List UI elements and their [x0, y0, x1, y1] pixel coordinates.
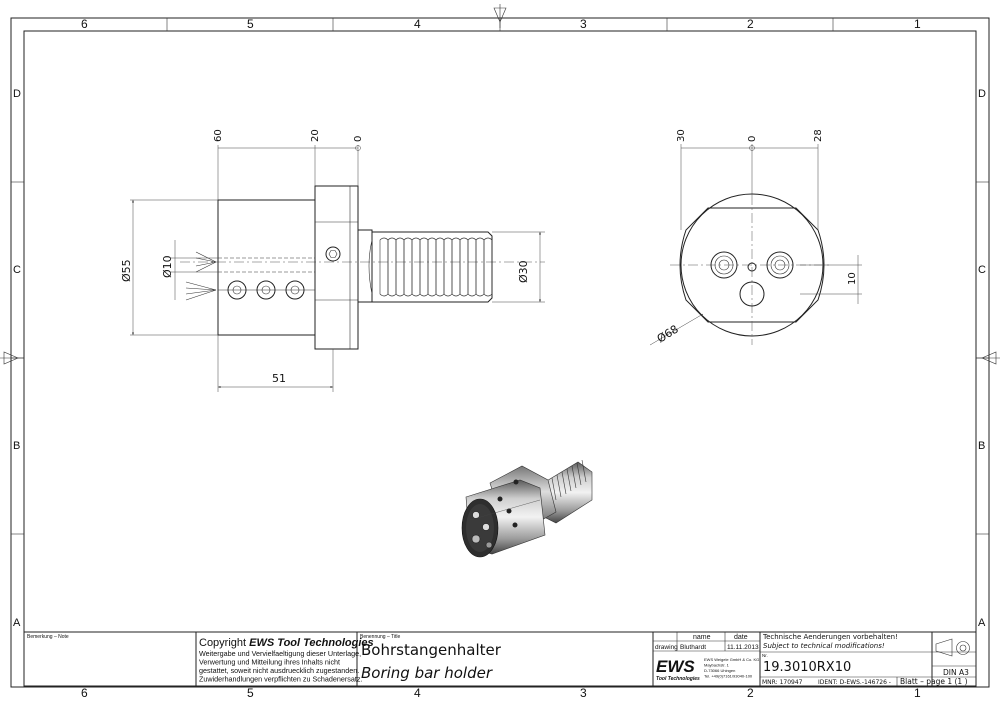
copyright-heading: Copyright EWS Tool Technologies	[199, 637, 374, 649]
company-line: D-73066 Uhingen	[704, 668, 735, 673]
column-date: date	[734, 634, 748, 641]
dim-30-front: 30	[676, 129, 687, 142]
company-line: EWS Weigele GmbH & Co. KG	[704, 657, 759, 662]
serration-tooth	[443, 237, 453, 297]
title-english: Boring bar holder	[361, 664, 493, 682]
serration-tooth	[387, 237, 397, 297]
iso-tooth	[566, 468, 572, 492]
column-label-top: 1	[914, 17, 921, 31]
column-label-top: 6	[81, 17, 88, 31]
column-label-bottom: 6	[81, 686, 88, 700]
notice-english: Subject to technical modifications!	[763, 642, 885, 650]
ews-logo: EWS	[656, 657, 695, 676]
column-label-top: 3	[580, 17, 587, 31]
serration-tooth	[459, 237, 469, 297]
column-label-bottom: 2	[747, 686, 754, 700]
serration-tooth	[475, 237, 485, 297]
serration-tooth	[467, 237, 477, 297]
mnr: MNR: 170947	[762, 679, 803, 686]
row-label-left: D	[13, 88, 21, 100]
copyright-line: gestattet, soweit nicht ausdruecklich zu…	[199, 666, 359, 675]
company-line: Tel. +49(0)7161/93040-100	[704, 674, 753, 679]
column-label-bottom: 4	[414, 686, 421, 700]
column-label-top: 4	[414, 17, 421, 31]
iso-tooth	[551, 477, 557, 501]
column-label-bottom: 5	[247, 686, 254, 700]
company-line: Maybachstr. 1	[704, 663, 730, 668]
paper-format: DIN A3	[943, 668, 969, 677]
title-block: Bemerkung – Note Copyright EWS Tool Tech…	[24, 631, 976, 686]
column-name: name	[693, 634, 711, 641]
serration-tooth	[427, 237, 437, 297]
row-label-right: A	[978, 617, 986, 629]
column-label-bottom: 3	[580, 686, 587, 700]
copyright-notice: Weitergabe und Vervielfaeltigung dieser …	[199, 649, 362, 684]
ews-logo-sub: Tool Technologies	[656, 676, 700, 682]
dim-51: 51	[272, 372, 286, 385]
serration-tooth	[395, 237, 405, 297]
coolant-marks	[185, 251, 217, 301]
dim-0-front: 0	[747, 136, 758, 142]
column-label-top: 2	[747, 17, 754, 31]
dim-dia68: Ø68	[655, 323, 681, 346]
part-number: 19.3010RX10	[763, 660, 851, 675]
clamping-screw	[227, 246, 341, 300]
sheet-number: Blatt – page 1 (1 )	[900, 677, 968, 686]
serration-tooth	[403, 237, 413, 297]
dim-20: 20	[310, 129, 321, 142]
iso-tooth	[556, 474, 562, 498]
serration-tooth	[435, 237, 445, 297]
row-label-right: D	[978, 88, 986, 100]
row-label-left: C	[13, 264, 21, 276]
copyright-line: Verwertung und Mitteilung ihres Inhalts …	[199, 658, 340, 667]
serration-tooth	[379, 237, 389, 297]
dim-28-front: 28	[813, 129, 824, 142]
serration-tooth	[451, 237, 461, 297]
iso-serrations	[551, 459, 587, 501]
side-view: 60 20 0 Ø55 Ø10 Ø30 51	[120, 129, 545, 392]
drawn-by: Bluthardt	[680, 644, 706, 651]
dim-dia10: Ø10	[161, 255, 174, 278]
front-view: 30 0 28 10 Ø68	[649, 129, 862, 346]
copyright-line: Weitergabe und Vervielfaeltigung dieser …	[199, 649, 361, 658]
iso-tooth	[571, 465, 577, 489]
copyright-line: Zuwiderhandlungen verpflichten zu Schade…	[199, 675, 362, 684]
row-label-right: B	[978, 440, 985, 452]
serration-tooth	[411, 237, 421, 297]
dim-dia30: Ø30	[517, 260, 530, 283]
serration-tooth	[419, 237, 429, 297]
isometric-view	[461, 459, 593, 558]
dim-dia55: Ø55	[120, 259, 133, 282]
column-label-bottom: 1	[914, 686, 921, 700]
serration-tooth	[483, 237, 493, 297]
row-label-left: B	[13, 440, 20, 452]
front-screws	[710, 251, 794, 307]
shank-curve	[368, 239, 373, 295]
iso-tooth	[561, 471, 567, 495]
title-german: Bohrstangenhalter	[361, 641, 502, 659]
drawn-date: 11.11.2013	[727, 644, 759, 651]
shank-serrations	[368, 237, 493, 297]
drawing-frame	[0, 4, 1000, 688]
column-label-top: 5	[247, 17, 254, 31]
projection-symbol-icon	[935, 638, 970, 657]
row-label-right: C	[978, 264, 986, 276]
dim-0: 0	[353, 136, 364, 142]
iso-tooth	[576, 462, 582, 486]
title-label: Benennung – Title	[360, 634, 401, 640]
nr-label: Nr.	[762, 653, 768, 658]
row-drawing: drawing	[655, 644, 678, 651]
dim-10-front: 10	[847, 272, 858, 285]
dim-60: 60	[213, 129, 224, 142]
notice-german: Technische Aenderungen vorbehalten!	[762, 633, 898, 641]
ident: IDENT: D-EWS.-146726 -	[818, 679, 891, 686]
iso-tooth	[581, 459, 587, 483]
row-label-left: A	[13, 617, 21, 629]
remark-label: Bemerkung – Note	[27, 634, 69, 640]
